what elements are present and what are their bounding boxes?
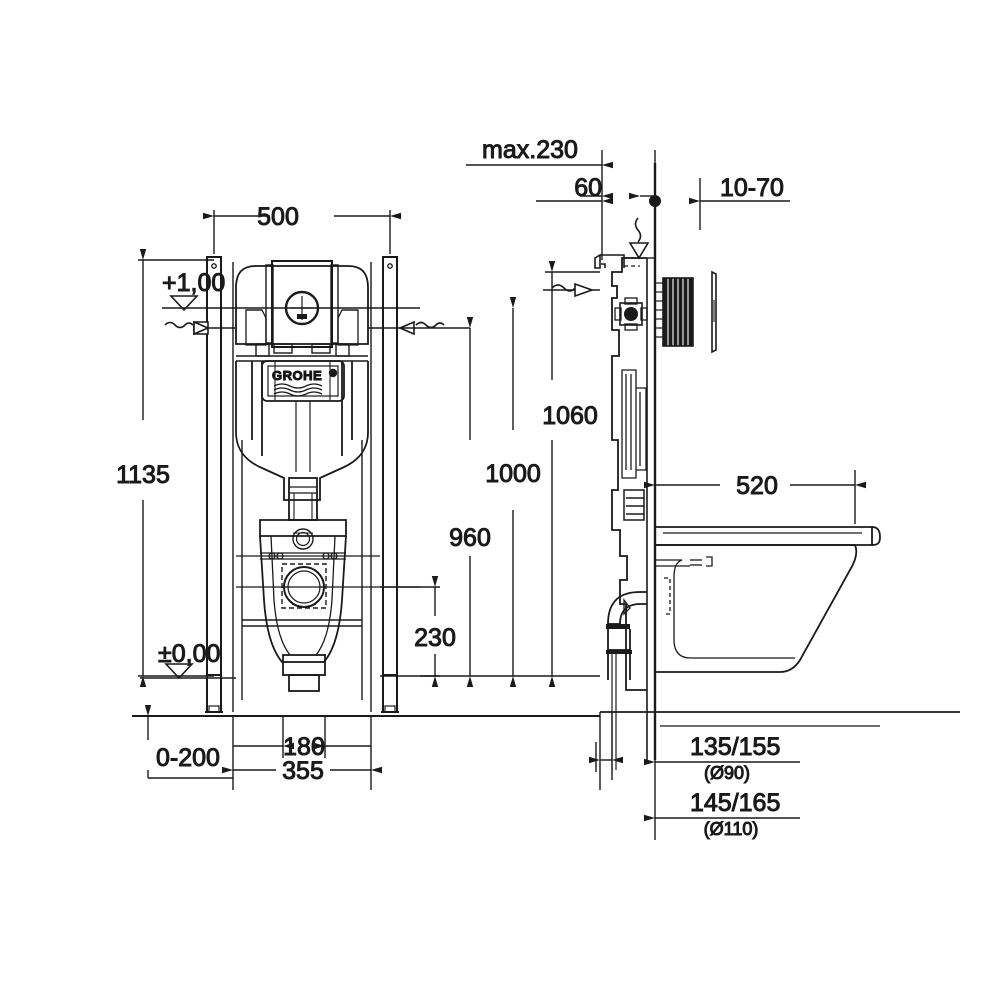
callout-145-165-label: 145/165: [690, 789, 780, 817]
dim-1060-label: 1060: [542, 402, 598, 430]
cistern-bracket-tabs: [255, 343, 350, 357]
inspection-access-box: [265, 260, 339, 348]
side-view-group: [594, 163, 960, 770]
flow-arrow-inlet-icon: [543, 282, 600, 298]
dim-10-70-label: 10-70: [720, 174, 784, 202]
front-dimensions: 500 1135 +1,00: [116, 203, 600, 790]
grohe-logo-text: GROHE: [272, 368, 322, 383]
wall-reference-node: [649, 195, 661, 207]
bowl-mounting-housing: [242, 519, 362, 692]
flow-arrow-left-icon: [164, 320, 236, 336]
grohe-wave-icon: [273, 383, 323, 397]
cistern-inner-contour: [245, 309, 359, 346]
callout-135-155-label: 135/155: [690, 733, 780, 761]
frame-inner-rails: [232, 262, 372, 712]
dim-60-group: [536, 150, 656, 260]
outlet-callouts: [589, 712, 800, 840]
wc-bowl: [655, 526, 881, 673]
front-view-group: GROHE: [205, 256, 420, 717]
side-top-dimensions: [466, 150, 790, 298]
dim-max-230-label: max.230: [482, 136, 578, 164]
cistern-upper-shell: [235, 265, 369, 345]
frame-upright-right: [381, 256, 399, 717]
flow-arrow-side-icon: [628, 217, 650, 260]
dim-520-group: [644, 470, 866, 524]
dim-0-200-label: 0-200: [156, 744, 220, 772]
frame-top-inlet: [594, 253, 640, 269]
dim-1135-label: 1135: [116, 461, 170, 489]
level-lower-label: ±0,00: [158, 640, 220, 668]
dim-230-label: 230: [414, 624, 456, 652]
dim-10-70-group: [689, 178, 790, 230]
dim-180-label: 180: [283, 733, 325, 761]
level-marker-lower: [140, 663, 236, 680]
outlet-flange: [281, 563, 327, 609]
callout-d90-label: (Ø90): [704, 763, 750, 783]
dim-max-230-group: [466, 150, 613, 196]
dim-1060-group: [545, 261, 600, 687]
level-marker-upper: [162, 295, 420, 312]
callout-d110-label: (Ø110): [704, 819, 759, 839]
lower-connector-stack: [623, 489, 645, 521]
dim-180-group: [232, 716, 372, 790]
frame-upright-left: [205, 256, 223, 717]
service-access-knob: [614, 297, 648, 331]
internal-float-column: [621, 369, 647, 479]
height-dimensions: [400, 261, 600, 687]
grohe-logo-plate: GROHE: [261, 360, 345, 402]
cover-plate-sliver: [711, 270, 717, 354]
dim-1000-label: 1000: [485, 460, 541, 488]
dim-500-label: 500: [257, 203, 299, 231]
dim-520-label: 520: [736, 472, 778, 500]
cistern-main-body: [235, 361, 369, 501]
frame-profile-body: [611, 257, 647, 691]
dim-1135-group: [138, 249, 214, 687]
dim-0-200-group: [144, 705, 233, 779]
level-upper-label: +1,00: [162, 269, 225, 297]
dim-355-label: 355: [282, 757, 324, 785]
grohe-logo-dot: [328, 368, 338, 378]
dim-960-label: 960: [449, 524, 491, 552]
dim-60-label: 60: [574, 174, 602, 202]
flush-actuation-plate: [655, 277, 694, 347]
flush-pipe-connector: [288, 477, 318, 521]
dim-500-group: [203, 210, 401, 254]
